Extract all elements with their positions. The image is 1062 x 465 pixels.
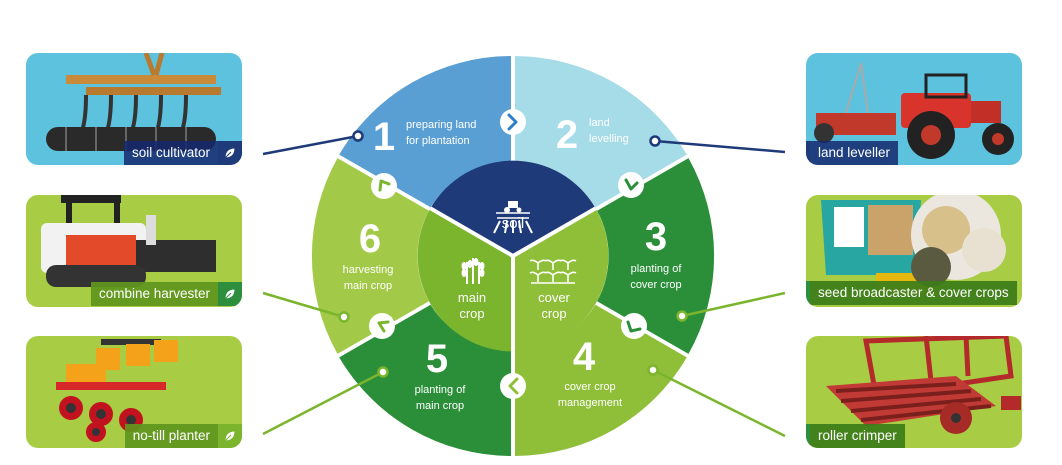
leaf-icon xyxy=(806,424,810,448)
connectors xyxy=(262,134,786,438)
card-no-till-planter: no-till planter xyxy=(26,336,242,448)
seed-broadcaster-label: seed broadcaster & cover crops xyxy=(810,281,1017,305)
leaf-icon xyxy=(806,281,810,305)
connector-dots xyxy=(338,130,688,378)
chevron-3-to-4 xyxy=(621,313,647,339)
step-6-line-2: main crop xyxy=(344,280,392,292)
tag-soil-cultivator: soil cultivator xyxy=(123,141,242,165)
wheat-icon xyxy=(461,258,485,284)
segment-6 xyxy=(311,158,429,354)
roller-crimper-image xyxy=(826,336,1021,434)
step-6: 6 harvesting main crop xyxy=(343,217,394,292)
step-2-line-1: land xyxy=(589,117,610,129)
card-soil-cultivator: soil cultivator xyxy=(26,53,242,165)
step-4-line-1: cover crop xyxy=(564,381,615,393)
step-4-number: 4 xyxy=(573,335,596,379)
tag-land-leveller: land leveller xyxy=(806,141,899,165)
step-2-line-2: levelling xyxy=(589,133,629,145)
chevron-2-to-3 xyxy=(618,172,644,198)
chevron-icon xyxy=(618,172,644,198)
card-roller-crimper: roller crimper xyxy=(806,336,1022,448)
main-crop-label-2: crop xyxy=(459,306,484,321)
tractor-field-icon xyxy=(493,201,533,234)
card-combine-harvester: combine harvester xyxy=(26,195,242,307)
step-5: 5 planting of main crop xyxy=(415,337,467,412)
leaf-icon xyxy=(218,141,242,165)
step-2: 2 land levelling xyxy=(556,113,629,157)
segment-4 xyxy=(515,304,687,456)
segment-5 xyxy=(339,304,511,456)
seedlings-icon xyxy=(529,259,577,284)
main-crop-label-1: main xyxy=(458,290,486,305)
chevron-1-to-2 xyxy=(500,109,526,135)
step-5-line-2: main crop xyxy=(416,400,464,412)
leaf-icon xyxy=(218,424,242,448)
seed-broadcaster-image xyxy=(821,195,1006,295)
card-seed-broadcaster: seed broadcaster & cover crops xyxy=(806,195,1022,307)
inner-circle xyxy=(417,160,609,352)
chevron-6-to-1 xyxy=(371,173,397,199)
soil-cultivator-label: soil cultivator xyxy=(123,141,218,165)
step-4: 4 cover crop management xyxy=(558,335,622,409)
step-3-line-1: planting of xyxy=(631,263,683,275)
center-soil-label: soil xyxy=(502,215,525,232)
step-3-number: 3 xyxy=(645,215,667,259)
outer-ring xyxy=(311,56,715,456)
tag-combine-harvester: combine harvester xyxy=(90,282,242,306)
step-5-line-1: planting of xyxy=(415,384,467,396)
land-leveller-image xyxy=(814,62,1014,159)
combine-harvester-label: combine harvester xyxy=(90,282,218,306)
cover-crop-label-2: crop xyxy=(541,306,566,321)
step-1-line-1: preparing land xyxy=(406,119,476,131)
step-3-line-2: cover crop xyxy=(630,279,681,291)
step-4-line-2: management xyxy=(558,397,622,409)
combine-harvester-image xyxy=(41,195,216,287)
no-till-planter-image xyxy=(56,339,178,442)
chevron-icon xyxy=(621,313,647,339)
tag-no-till-planter: no-till planter xyxy=(124,424,242,448)
step-3: 3 planting of cover crop xyxy=(630,215,682,291)
tag-roller-crimper: roller crimper xyxy=(806,424,905,448)
roller-crimper-label: roller crimper xyxy=(810,424,905,448)
chevron-icon xyxy=(371,173,397,199)
step-1-line-2: for plantation xyxy=(406,135,470,147)
step-6-number: 6 xyxy=(359,217,381,261)
cover-crop-label-1: cover xyxy=(538,290,570,305)
chevron-4-to-5 xyxy=(500,373,526,399)
tag-seed-broadcaster: seed broadcaster & cover crops xyxy=(806,281,1017,305)
segment-1 xyxy=(339,56,511,208)
segment-3 xyxy=(597,158,715,354)
card-land-leveller: land leveller xyxy=(806,53,1022,165)
chevron-icon xyxy=(500,109,526,135)
step-1-number: 1 xyxy=(373,115,395,159)
chevron-icon xyxy=(500,373,526,399)
chevron-5-to-6 xyxy=(369,313,395,339)
leaf-icon xyxy=(218,282,242,306)
leaf-icon xyxy=(806,141,810,165)
step-5-number: 5 xyxy=(426,337,448,381)
no-till-planter-label: no-till planter xyxy=(124,424,218,448)
step-2-number: 2 xyxy=(556,113,578,157)
step-6-line-1: harvesting xyxy=(343,264,394,276)
center-soil xyxy=(430,160,596,256)
segment-2 xyxy=(515,56,687,208)
step-1: 1 preparing land for plantation xyxy=(373,115,476,159)
land-leveller-label: land leveller xyxy=(810,141,899,165)
